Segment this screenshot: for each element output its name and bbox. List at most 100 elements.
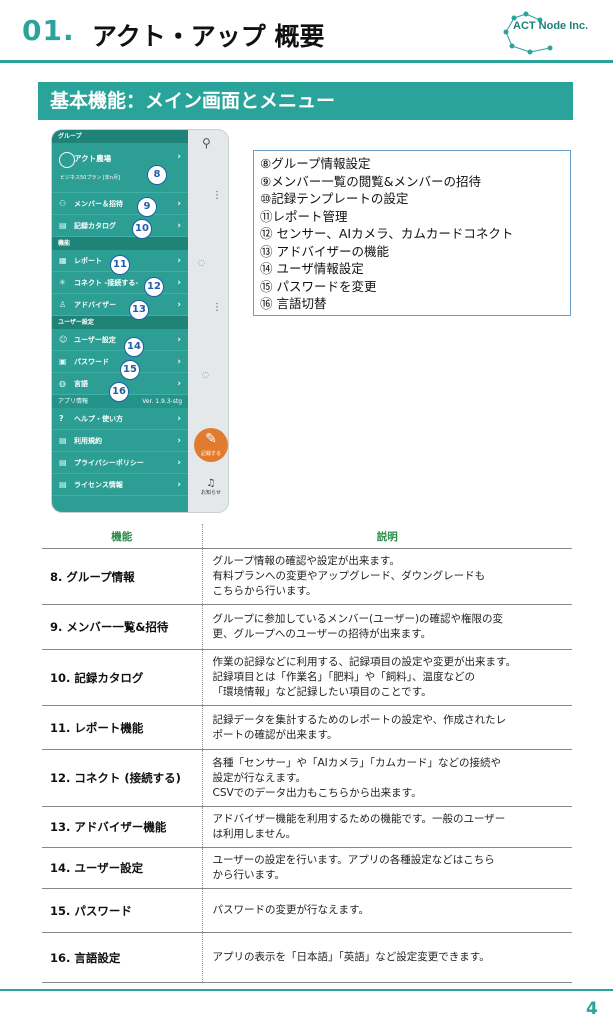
menu-label: パスワード xyxy=(74,358,109,366)
feature-list-item: ⑮ パスワードを変更 xyxy=(260,278,377,294)
connect-icon: ✳ xyxy=(59,278,66,287)
table-row: 9. メンバー一覧&招待 グループに参加しているメンバー(ユーザー)の確認や権限… xyxy=(42,604,572,650)
feature-list-item: ⑧グループ情報設定 xyxy=(260,156,371,171)
menu-label: 記録カタログ xyxy=(74,222,116,230)
menu-label: ヘルプ・使い方 xyxy=(74,415,123,423)
callout-8: 8 xyxy=(147,165,167,185)
table-header-row: 機能 説明 xyxy=(42,524,572,549)
chevron-right-icon: › xyxy=(177,221,181,231)
description-line: アドバイザー機能を利用するための機能です。一般のユーザー xyxy=(212,813,506,825)
callout-16: 16 xyxy=(109,382,129,402)
chevron-right-icon: › xyxy=(177,357,181,367)
function-name: 10. 記録カタログ xyxy=(42,649,202,706)
menu-item-members[interactable]: ⚇ メンバー＆招待 › xyxy=(52,193,188,215)
table-row: 16. 言語設定 アプリの表示を「日本語」「英語」など設定変更できます。 xyxy=(42,932,572,983)
side-menu: グループ アクト農場 ビジネス50プラン [年n月] › ⚇ メンバー＆招待 ›… xyxy=(52,130,188,512)
more-icon[interactable]: ⋮ xyxy=(212,190,222,201)
menu-user-header: ユーザー設定 xyxy=(52,316,188,329)
document-icon: ▤ xyxy=(59,480,67,489)
description-line: 更、グループへのユーザーの招待が出来ます。 xyxy=(212,628,432,640)
menu-item-license[interactable]: ▤ ライセンス情報 › xyxy=(52,474,188,496)
description-line: 記録データを集計するためのレポートの設定や、作成されたレ xyxy=(212,713,507,726)
phone-screenshot: グループ アクト農場 ビジネス50プラン [年n月] › ⚇ メンバー＆招待 ›… xyxy=(52,130,228,512)
function-description: グループ情報の確認や設定が出来ます。 有料プランへの変更やアップグレード、ダウン… xyxy=(201,548,572,605)
menu-item-catalog[interactable]: ▤ 記録カタログ › xyxy=(52,215,188,237)
function-name: 14. ユーザー設定 xyxy=(42,847,202,889)
menu-label: レポート xyxy=(74,257,102,265)
logo-text: ACT Node Inc. xyxy=(513,20,589,32)
section-title: 基本機能：メイン画面とメニュー xyxy=(38,82,573,120)
record-fab-button[interactable]: ✎ 記録する xyxy=(194,428,228,462)
comment-icon[interactable]: ◌ xyxy=(202,370,209,379)
description-line: ユーザーの設定を行います。アプリの各種設定などはこちら xyxy=(212,854,495,866)
callout-9: 9 xyxy=(137,197,157,217)
feature-list-item: ⑩記録テンプレートの設定 xyxy=(260,191,409,206)
description-line: グループに参加しているメンバー(ユーザー)の確認や権限の変 xyxy=(212,613,504,625)
menu-item-help[interactable]: ? ヘルプ・使い方 › xyxy=(52,408,188,430)
function-description: アドバイザー機能を利用するための機能です。一般のユーザー は利用しません。 xyxy=(201,806,572,848)
menu-item-terms[interactable]: ▤ 利用規約 › xyxy=(52,430,188,452)
notice-tab[interactable]: ♫ お知らせ xyxy=(196,478,226,496)
group-avatar-icon xyxy=(59,152,75,168)
function-description: ユーザーの設定を行います。アプリの各種設定などはこちら から行います。 xyxy=(201,847,572,889)
callout-13: 13 xyxy=(129,300,149,320)
description-line: グループ情報の確認や設定が出来ます。 xyxy=(212,555,400,567)
column-header-function: 機能 xyxy=(111,530,133,543)
act-node-logo-icon xyxy=(503,11,553,55)
menu-group-header: グループ xyxy=(52,130,188,143)
table-row: 10. 記録カタログ 作業の記録などに利用する、記録項目の設定や変更が出来ます。… xyxy=(42,649,572,706)
menu-item-privacy[interactable]: ▤ プライバシーポリシー › xyxy=(52,452,188,474)
description-line: は利用しません。 xyxy=(212,828,297,840)
menu-item-group[interactable]: アクト農場 ビジネス50プラン [年n月] › xyxy=(52,143,188,193)
menu-function-header: 機能 xyxy=(52,237,188,250)
comment-icon[interactable]: ◌ xyxy=(198,258,205,267)
function-description: パスワードの変更が行なえます。 xyxy=(201,888,572,933)
description-line: 「環境情報」など記録したい項目のことです。 xyxy=(212,686,432,698)
fab-label: 記録する xyxy=(200,451,221,457)
menu-label: メンバー＆招待 xyxy=(74,200,123,208)
globe-icon: ◍ xyxy=(59,379,66,388)
chevron-right-icon: › xyxy=(177,414,181,424)
menu-item-connect[interactable]: ✳ コネクト -接続する- › xyxy=(52,272,188,294)
chevron-right-icon: › xyxy=(177,300,181,310)
feature-list-item: ⑯ 言語切替 xyxy=(260,296,327,311)
feature-list-item: ⑨メンバー一覧の閲覧&メンバーの招待 xyxy=(260,173,481,189)
document-icon: ▤ xyxy=(59,436,67,445)
advisor-icon: ♙ xyxy=(59,300,67,309)
document-icon: ▤ xyxy=(59,458,67,467)
table-row: 12. コネクト (接続する) 各種「センサー」や「AIカメラ」「カムカード」な… xyxy=(42,749,572,807)
search-icon[interactable]: ⚲ xyxy=(202,136,211,150)
members-icon: ⚇ xyxy=(59,199,67,208)
menu-item-advisor[interactable]: ♙ アドバイザー › xyxy=(52,294,188,316)
more-icon[interactable]: ⋮ xyxy=(212,302,222,313)
function-name: 11. レポート機能 xyxy=(42,705,202,750)
table-row: 8. グループ情報 グループ情報の確認や設定が出来ます。 有料プランへの変更やア… xyxy=(42,548,572,605)
feature-list-item: ⑫ センサー、AIカメラ、カムカードコネクト xyxy=(260,226,514,241)
pencil-icon: ✎ xyxy=(205,431,217,447)
group-name: アクト農場 xyxy=(74,154,112,163)
bell-icon: ♫ xyxy=(206,478,216,489)
menu-label: アドバイザー xyxy=(74,301,116,309)
lock-icon: ▣ xyxy=(59,357,67,366)
menu-item-user-settings[interactable]: ☺ ユーザー設定 › xyxy=(52,329,188,351)
description-line: こちらから行います。 xyxy=(212,585,317,597)
chevron-right-icon: › xyxy=(177,256,181,266)
function-description: グループに参加しているメンバー(ユーザー)の確認や権限の変 更、グループへのユー… xyxy=(201,604,572,650)
group-plan: ビジネス50プラン [年n月] xyxy=(60,175,121,181)
description-line: アプリの表示を「日本語」「英語」など設定変更できます。 xyxy=(212,951,490,963)
function-name: 13. アドバイザー機能 xyxy=(42,806,202,848)
description-line: 各種「センサー」や「AIカメラ」「カムカード」などの接続や xyxy=(212,756,502,769)
app-version: Ver. 1.9.3-stg xyxy=(142,398,182,405)
column-header-description: 説明 xyxy=(201,524,572,549)
page-title: アクト・アップ 概要 xyxy=(92,22,325,51)
menu-label: コネクト -接続する- xyxy=(74,279,139,287)
menu-label: ライセンス情報 xyxy=(74,481,123,489)
feature-list-item: ⑭ ユーザ情報設定 xyxy=(260,261,364,276)
notice-label: お知らせ xyxy=(201,490,221,496)
catalog-icon: ▤ xyxy=(59,221,67,230)
callout-11: 11 xyxy=(110,255,130,275)
user-settings-icon: ☺ xyxy=(59,335,68,344)
chevron-right-icon: › xyxy=(177,199,181,209)
chevron-right-icon: › xyxy=(177,436,181,446)
feature-list: ⑧グループ情報設定 ⑨メンバー一覧の閲覧&メンバーの招待 ⑩記録テンプレートの設… xyxy=(253,150,571,316)
